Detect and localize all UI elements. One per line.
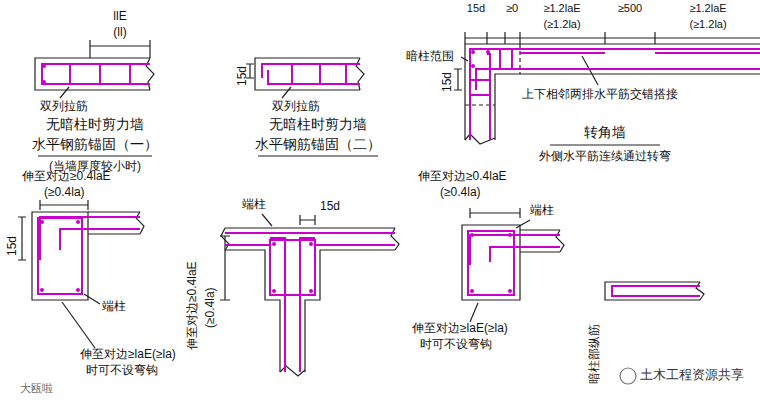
callout-text: 时可不设弯钩 [86,364,158,378]
callout-text: 伸至对边≥laE(≥la) [412,322,508,336]
dimension-text: 15d [236,66,250,86]
dimension-text: llE [113,10,126,24]
dimension-text: 15d [467,2,485,15]
caption-text: 水平钢筋锚固（一） [32,136,158,152]
dimension-text: ≥0 [506,2,518,15]
dimension-text: 15d [320,200,340,214]
callout-text: 暗柱部纵筋 [588,324,602,384]
caption-text: 无暗柱时剪力墙 [269,116,367,132]
watermark-text: 大瓯啦 [20,382,53,395]
dimension-text: ≥500 [618,2,642,15]
callout-text: 端柱 [530,204,554,218]
callout-text: 端柱 [102,300,126,314]
callout-text: 双列拉筋 [272,100,320,114]
callout-text: 双列拉筋 [40,100,88,114]
dimension-note-text: (≥0.4la) [44,186,85,200]
callout-text: 上下相邻两排水平筋交错搭接 [522,88,678,102]
callout-text: 暗柱范围 [406,50,454,64]
dimension-text: ≥1.2laE [689,2,726,15]
dimension-text: (≥1.2la) [689,18,726,31]
dimension-note-text: (≥0.4la) [440,186,481,200]
watermark-text: 土木工程资源共享 [640,368,744,383]
dimension-text: (ll) [113,26,126,40]
caption-text: 水平钢筋锚固（二） [255,136,381,152]
callout-text: 伸至对边≥laE(≥la) [80,348,176,362]
dimension-text: (≥1.2la) [543,18,580,31]
caption-text: 无暗柱时剪力墙 [46,116,144,132]
callout-text: 时可不设弯钩 [420,338,492,352]
dimension-note-text: 伸至对边≥0.4laE [186,261,200,350]
callout-text: 端柱 [242,198,266,212]
dimension-text: ≥1.2laE [543,2,580,15]
caption-note-text: 外侧水平筋连续通过转弯 [539,150,671,164]
dimension-text: 15d [6,236,20,256]
dimension-note-text: (≥0.4la) [204,287,218,328]
dimension-note-text: 伸至对边≥0.4laE [22,170,111,184]
caption-text: 转角墙 [584,124,626,140]
dimension-text: 15d [441,72,455,92]
dimension-note-text: 伸至对边≥0.4laE [418,170,507,184]
